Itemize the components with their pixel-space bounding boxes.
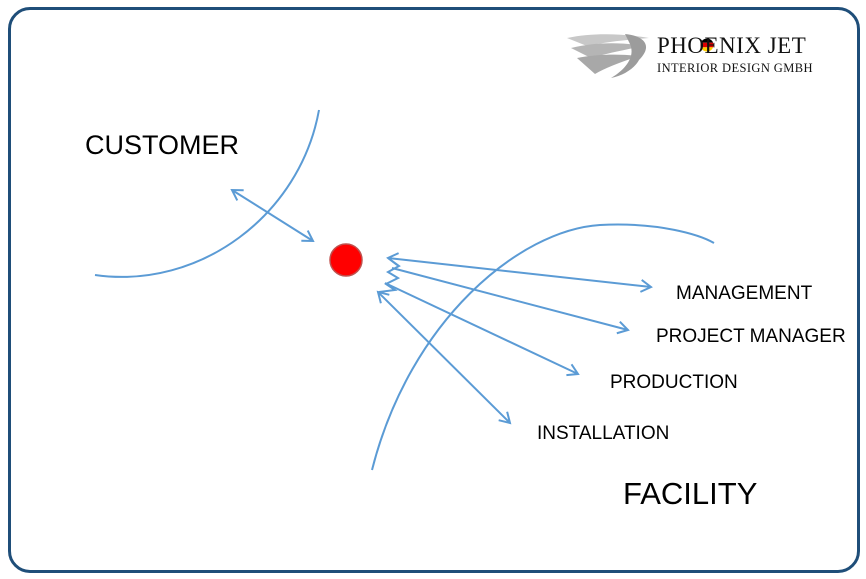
center-dot (329, 243, 363, 277)
facility-arrows-junction (378, 257, 401, 293)
project-manager-arrow (391, 267, 630, 335)
management-label: MANAGEMENT (676, 283, 813, 304)
german-flag-icon (700, 38, 714, 52)
logo-company-subtitle: INTERIOR DESIGN GMBH (657, 61, 813, 75)
management-arrow (386, 252, 653, 293)
installation-label: INSTALLATION (537, 423, 670, 444)
customer-arrow (230, 188, 315, 243)
facility-label: FACILITY (623, 476, 758, 511)
logo-company-name: PHOENIX JET (657, 33, 807, 58)
production-label: PRODUCTION (610, 372, 738, 393)
customer-label: CUSTOMER (85, 130, 240, 160)
project-manager-label: PROJECT MANAGER (656, 326, 846, 347)
phoenix-wing-icon (567, 34, 649, 78)
installation-arrow (376, 290, 512, 425)
company-logo: PHOENIX JET INTERIOR DESIGN GMBH (565, 30, 845, 82)
